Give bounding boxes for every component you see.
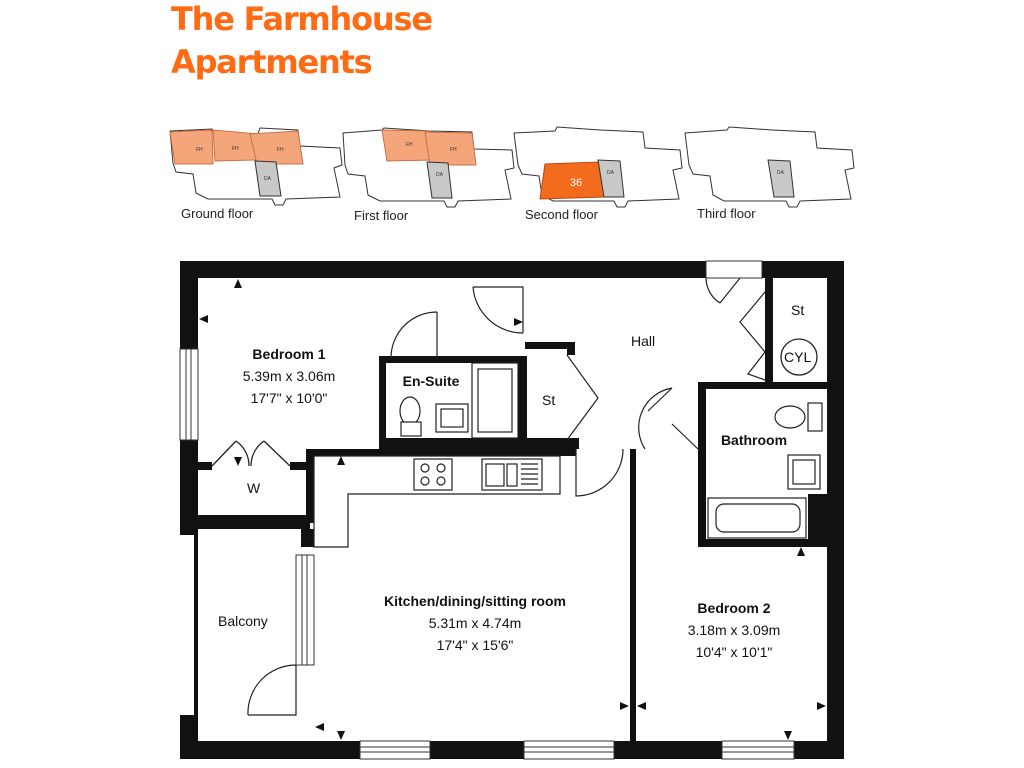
bathroom-fittings: [707, 402, 823, 539]
interior-walls: [194, 278, 844, 759]
room-hall: Hall: [631, 333, 656, 349]
room-imperial: 10'4" x 10'1": [695, 644, 773, 660]
doors: [247, 277, 766, 716]
key-plan-second: [513, 126, 683, 208]
room-bathroom: Bathroom: [721, 429, 787, 451]
key-plan-third: [684, 126, 855, 208]
room-imperial: 17'4" x 15'6": [436, 637, 514, 653]
key-label-second: Second floor: [525, 207, 598, 222]
key-highlight-unit-number: 36: [570, 177, 582, 189]
key-unit-text: FH: [406, 142, 413, 148]
room-wardrobe: W: [247, 480, 261, 496]
key-core: [254, 160, 282, 197]
room-metric: 5.31m x 4.74m: [428, 615, 522, 631]
key-core: [597, 159, 625, 198]
key-unit-text: FH: [232, 146, 239, 152]
cylinder-label: CYL: [784, 349, 812, 365]
room-store-right: St: [791, 302, 805, 318]
room-balcony: Balcony: [218, 613, 268, 629]
room-ensuite: En-Suite: [403, 370, 460, 392]
key-unit-text: FH: [450, 147, 457, 153]
key-plan-ground: [169, 127, 343, 206]
cylinder-icon: [780, 338, 818, 376]
room-name: En-Suite: [402, 373, 460, 389]
development-title: The Farmhouse Apartments: [171, 0, 433, 84]
kitchen-fittings: [313, 455, 561, 548]
key-label-third: Third floor: [697, 206, 756, 221]
room-name: Bedroom 2: [697, 600, 771, 616]
key-core: [426, 161, 453, 199]
key-unit-shaded: [424, 131, 477, 166]
windows: [179, 260, 795, 760]
key-unit-shaded: [249, 130, 304, 165]
key-unit-text: DA: [777, 170, 785, 176]
room-bedroom-1: Bedroom 1 5.39m x 3.06m 17'7" x 10'0": [243, 343, 336, 409]
room-metric: 5.39m x 3.06m: [242, 368, 336, 384]
key-unit-text: FH: [196, 147, 203, 153]
room-store-hall: St: [542, 392, 556, 408]
room-name: Kitchen/dining/sitting room: [384, 593, 566, 609]
measurement-arrows: [199, 279, 826, 740]
room-bedroom-2: Bedroom 2 3.18m x 3.09m 10'4" x 10'1": [688, 597, 781, 663]
key-core: [767, 159, 795, 198]
room-imperial: 17'7" x 10'0": [250, 390, 328, 406]
key-label-first: First floor: [354, 208, 409, 223]
title-line-1: The Farmhouse: [171, 0, 433, 38]
key-plan-first: [342, 127, 515, 208]
wardrobe-doors: [211, 440, 291, 467]
key-unit-shaded: [169, 129, 214, 165]
key-unit-text: DA: [264, 176, 272, 182]
key-unit-text: FH: [277, 147, 284, 153]
room-name: Bathroom: [720, 432, 788, 448]
room-kitchen-dining-sitting: Kitchen/dining/sitting room 5.31m x 4.74…: [384, 590, 566, 656]
room-metric: 3.18m x 3.09m: [687, 622, 781, 638]
key-unit-text: DA: [607, 170, 615, 176]
key-label-ground: Ground floor: [181, 206, 254, 221]
title-line-2: Apartments: [171, 43, 373, 81]
room-name: Bedroom 1: [252, 346, 326, 362]
key-plans: FH FH FH DA FH FH DA DA DA 36: [169, 126, 855, 208]
ensuite-fittings: [399, 362, 519, 439]
key-unit-text: DA: [436, 172, 444, 178]
